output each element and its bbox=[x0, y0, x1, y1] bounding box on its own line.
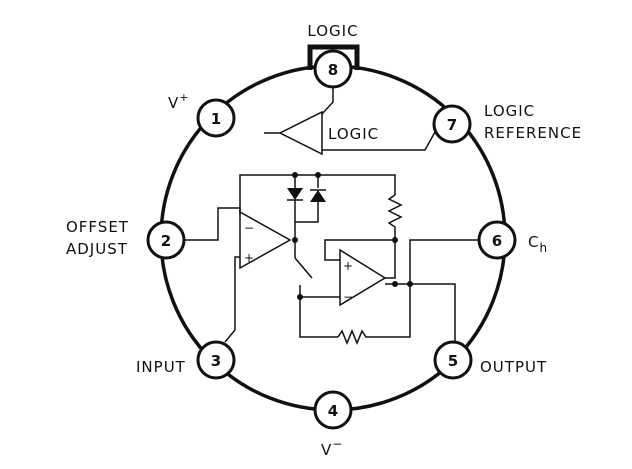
plus-marker: + bbox=[244, 251, 254, 265]
diode-2 bbox=[310, 190, 326, 202]
pin-6-label: Ch bbox=[528, 233, 548, 255]
pin-4: 4 bbox=[313, 390, 353, 430]
pin-7-label: LOGIC bbox=[484, 102, 535, 120]
svg-text:8: 8 bbox=[328, 61, 338, 79]
pin-1: 1 bbox=[196, 98, 236, 138]
pin-4-label: V− bbox=[321, 437, 343, 459]
pin-3-label: INPUT bbox=[136, 358, 186, 376]
pin-2-label: OFFSET bbox=[66, 218, 129, 236]
minus-marker: − bbox=[244, 221, 254, 235]
package-tab bbox=[307, 44, 360, 70]
svg-text:5: 5 bbox=[448, 352, 458, 370]
pin-5-label: OUTPUT bbox=[480, 358, 547, 376]
svg-text:2: 2 bbox=[161, 232, 171, 250]
plus-marker-2: + bbox=[343, 259, 353, 273]
logic-buffer-label: LOGIC bbox=[328, 125, 379, 143]
pin-5: 5 bbox=[433, 340, 473, 380]
diode-1 bbox=[287, 188, 303, 200]
pin-1-label: V+ bbox=[168, 91, 189, 112]
bottom-resistor bbox=[337, 284, 411, 345]
pin-7-label-2: REFERENCE bbox=[484, 124, 582, 142]
pin-2-label-2: ADJUST bbox=[66, 240, 128, 258]
internal-circuit: − + + − LOGIC bbox=[185, 86, 478, 345]
logic-buffer bbox=[278, 110, 323, 156]
svg-text:7: 7 bbox=[447, 116, 457, 134]
svg-text:4: 4 bbox=[328, 402, 338, 420]
feedback-resistor bbox=[387, 194, 403, 240]
pin-3: 3 bbox=[196, 340, 236, 380]
pin-8: 8 bbox=[313, 49, 353, 89]
svg-text:6: 6 bbox=[492, 232, 502, 250]
input-opamp bbox=[239, 210, 292, 270]
minus-marker-2: − bbox=[343, 290, 353, 304]
svg-text:1: 1 bbox=[211, 110, 221, 128]
pin-7: 7 bbox=[432, 104, 472, 144]
output-opamp bbox=[339, 248, 387, 307]
pin-2: 2 bbox=[146, 220, 186, 260]
pin-6: 6 bbox=[477, 220, 517, 260]
sample-switch bbox=[294, 257, 313, 279]
svg-text:3: 3 bbox=[211, 352, 221, 370]
pin-8-label: LOGIC bbox=[307, 22, 358, 40]
